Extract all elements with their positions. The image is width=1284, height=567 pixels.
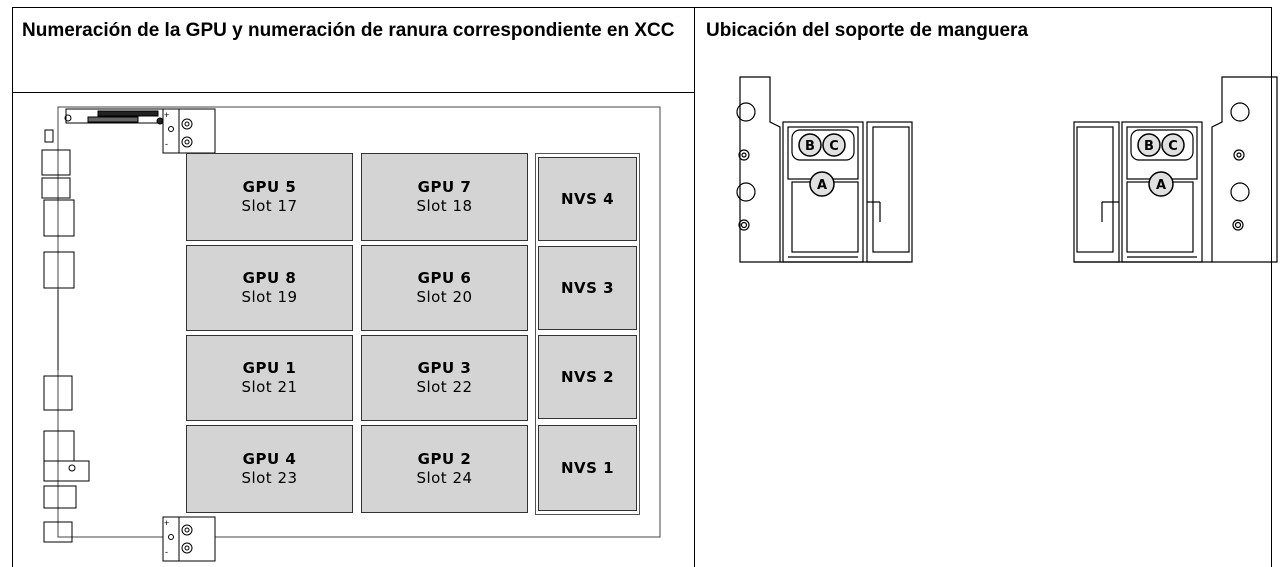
nvs-label: NVS 3 <box>560 278 615 297</box>
gpu-label: GPU 2 <box>417 450 472 468</box>
nvs-tile: NVS 3 <box>538 246 637 330</box>
gpu-label: GPU 1 <box>242 359 297 377</box>
tray-plus-mark-top: + <box>164 110 169 120</box>
slot-label: Slot 19 <box>241 288 298 306</box>
gpu-tile: GPU 7 Slot 18 <box>361 153 528 241</box>
callout-c-left: C <box>829 139 839 154</box>
gpu-label: GPU 4 <box>242 450 297 468</box>
slot-label: Slot 18 <box>416 197 473 215</box>
nvs-label: NVS 1 <box>560 458 615 477</box>
slot-label: Slot 24 <box>416 469 473 487</box>
gpu-tile: GPU 6 Slot 20 <box>361 245 528 331</box>
slot-label: Slot 17 <box>241 197 298 215</box>
slot-label: Slot 20 <box>416 288 473 306</box>
slot-label: Slot 22 <box>416 378 473 396</box>
nvs-label: NVS 4 <box>560 189 615 208</box>
gpu-tile: GPU 8 Slot 19 <box>186 245 353 331</box>
nvs-tile: NVS 2 <box>538 335 637 419</box>
slot-label: Slot 23 <box>241 469 298 487</box>
gpu-tile: GPU 5 Slot 17 <box>186 153 353 241</box>
table-frame <box>12 7 1272 567</box>
gpu-tile: GPU 3 Slot 22 <box>361 335 528 421</box>
nvs-tile: NVS 4 <box>538 157 637 241</box>
nvs-tile: NVS 1 <box>538 425 637 511</box>
hose-holder-diagram-right: B C A <box>1073 76 1278 263</box>
tray-plus-mark: + <box>164 518 169 528</box>
column-divider <box>694 7 695 567</box>
tray-minus-mark: - <box>165 547 168 557</box>
gpu-label: GPU 5 <box>242 178 297 196</box>
gpu-label: GPU 7 <box>417 178 472 196</box>
right-panel-title: Ubicación del soporte de manguera <box>706 20 1029 41</box>
callout-b-left: B <box>805 139 815 154</box>
tray-minus-mark-top: - <box>165 139 168 149</box>
gpu-tile: GPU 4 Slot 23 <box>186 425 353 513</box>
gpu-label: GPU 8 <box>242 269 297 287</box>
callout-a-left: A <box>817 178 827 193</box>
nvs-label: NVS 2 <box>560 367 615 386</box>
left-panel-title: Numeración de la GPU y numeración de ran… <box>22 20 675 41</box>
gpu-label: GPU 6 <box>417 269 472 287</box>
slot-label: Slot 21 <box>241 378 298 396</box>
hose-holder-diagram-left: B C A <box>736 76 913 263</box>
callout-c-right: C <box>1168 139 1178 154</box>
callout-a-right: A <box>1156 178 1166 193</box>
gpu-label: GPU 3 <box>417 359 472 377</box>
left-header-separator <box>12 92 695 93</box>
gpu-tile: GPU 1 Slot 21 <box>186 335 353 421</box>
callout-b-right: B <box>1144 139 1154 154</box>
gpu-tile: GPU 2 Slot 24 <box>361 425 528 513</box>
